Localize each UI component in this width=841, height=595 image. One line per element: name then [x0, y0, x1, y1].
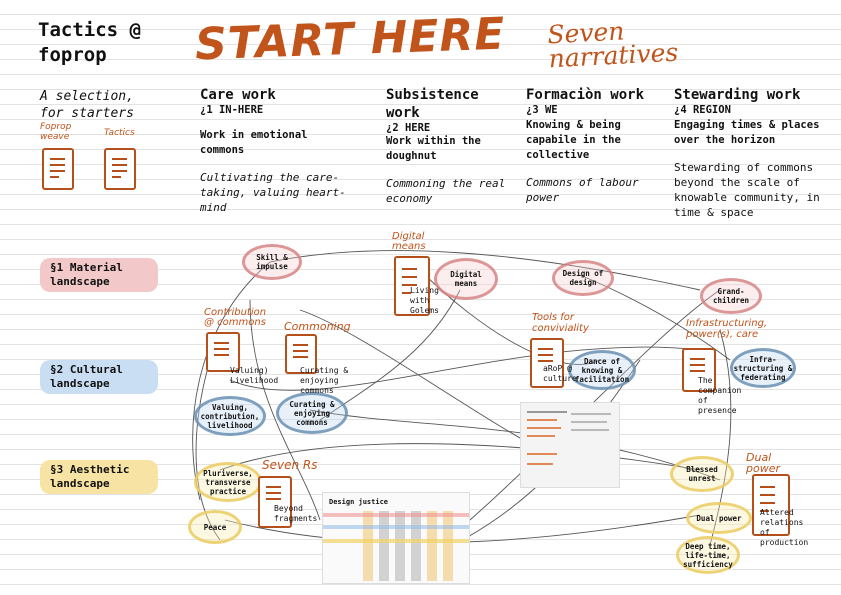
bubble-dance-of-knowing[interactable]: Dance of knowing & facilitation — [568, 350, 636, 390]
column-subtitle: Work in emotional commons — [200, 129, 308, 156]
row-aesthetic-landscape[interactable]: §3 Aesthetic landscape — [40, 460, 158, 494]
design-justice-thumbnail[interactable]: Design justice — [322, 492, 470, 584]
column-description: Cultivating the care-taking, valuing hea… — [200, 171, 346, 214]
bubble-pluriverse[interactable]: Pluriverse, transverse practice — [194, 462, 262, 502]
column-subtitle: Knowing & being capabile in the collecti… — [526, 119, 621, 161]
altered-relations-text: Altered relations of production — [760, 508, 809, 547]
bubble-infrastructuring[interactable]: Infra-structuring & federating — [730, 348, 796, 388]
column-heading: Subsistence work — [386, 87, 479, 121]
column-heading: Formaciòn work — [526, 87, 645, 103]
commoning-doc-icon[interactable] — [285, 334, 317, 374]
tools-conviviality-label: Tools for conviviality — [532, 312, 589, 334]
row-cultural-landscape[interactable]: §2 Cultural landscape — [40, 360, 158, 394]
tools-doc-icon[interactable] — [530, 338, 564, 388]
selection-note: A selection, for starters — [40, 89, 134, 121]
column-subsistence-work: Subsistence work ¿2 HERE Work within the… — [386, 86, 511, 206]
commoning-label: Commoning — [284, 320, 351, 333]
dual-power-label: Dual power — [746, 451, 780, 475]
column-heading: Care work — [200, 87, 276, 103]
column-care-work: Care work ¿1 IN-HERE Work in emotional c… — [200, 86, 350, 215]
infrastructuring-doc-icon[interactable] — [682, 348, 716, 392]
companion-presence-text: The companion of presence — [698, 376, 742, 415]
bubble-peace[interactable]: Peace — [188, 510, 242, 544]
bubble-deep-time[interactable]: Deep time, life-time, sufficiency — [676, 536, 740, 574]
column-description: Commoning the real economy — [386, 177, 506, 205]
page-title: Tactics @ foprop — [38, 19, 141, 66]
row-material-landscape[interactable]: §1 Material landscape — [40, 258, 158, 292]
seven-rs-label: Seven Rs — [262, 458, 318, 472]
column-code: ¿1 IN-HERE — [200, 104, 264, 116]
bubble-dual-power[interactable]: Dual power — [686, 502, 752, 534]
living-with-golems-text: Living with Golems — [410, 286, 439, 315]
column-code: ¿3 WE — [526, 104, 558, 116]
seven-rs-doc-icon[interactable] — [258, 476, 292, 528]
foprop-weave-doc-icon[interactable] — [42, 148, 74, 190]
dual-power-doc-icon[interactable] — [752, 474, 790, 536]
infrastructuring-label: Infrastructuring, power(s), care — [686, 318, 768, 340]
foprop-weave-label: Foprop weave — [40, 122, 72, 142]
column-subtitle: Engaging times & places over the horizon — [674, 119, 820, 146]
start-here-heading: START HERE — [194, 8, 507, 71]
beyond-fragments-text: Beyond fragments — [274, 504, 318, 523]
column-formacion-work: Formaciòn work ¿3 WE Knowing & being cap… — [526, 86, 646, 205]
digital-means-label: Digital means — [392, 231, 426, 252]
bubble-design-of-design[interactable]: Design of design — [552, 260, 614, 296]
bubble-digital-means[interactable]: Digital means — [434, 258, 498, 300]
column-code: ¿2 HERE — [386, 122, 431, 134]
tactics-doc-icon[interactable] — [104, 148, 136, 190]
seven-narratives-heading: Seven narratives — [546, 16, 679, 74]
column-description: Stewarding of commons beyond the scale o… — [674, 161, 820, 219]
bubble-blessed-unrest[interactable]: Blessed unrest — [670, 456, 734, 492]
bubble-curating-commons[interactable]: Curating & enjoying commons — [276, 392, 348, 434]
design-justice-title: Design justice — [329, 498, 389, 506]
curating-enjoying-text: Curating & enjoying commons — [300, 366, 349, 395]
bubble-grand-children[interactable]: Grand-children — [700, 278, 762, 314]
tactics-label: Tactics — [104, 128, 135, 138]
arop-culture-text: aRoP @ culture — [543, 364, 577, 383]
column-subtitle: Work within the doughnut — [386, 135, 481, 162]
bubble-skill-impulse[interactable]: Skill & impulse — [242, 244, 302, 280]
valuing-livelihood-text: Valuing) Livelihood — [230, 366, 279, 385]
digital-means-doc-icon[interactable] — [394, 256, 430, 316]
column-stewarding-work: Stewarding work ¿4 REGION Engaging times… — [674, 86, 824, 220]
column-code: ¿4 REGION — [674, 104, 731, 116]
bubble-valuing-contribution[interactable]: Valuing, contribution, livelihood — [194, 396, 266, 436]
column-description: Commons of labour power — [526, 176, 639, 204]
column-heading: Stewarding work — [674, 87, 801, 103]
contribution-commons-label: Contribution @ commons — [204, 307, 267, 328]
formacion-thumbnail[interactable] — [520, 402, 620, 488]
contribution-doc-icon[interactable] — [206, 332, 240, 372]
